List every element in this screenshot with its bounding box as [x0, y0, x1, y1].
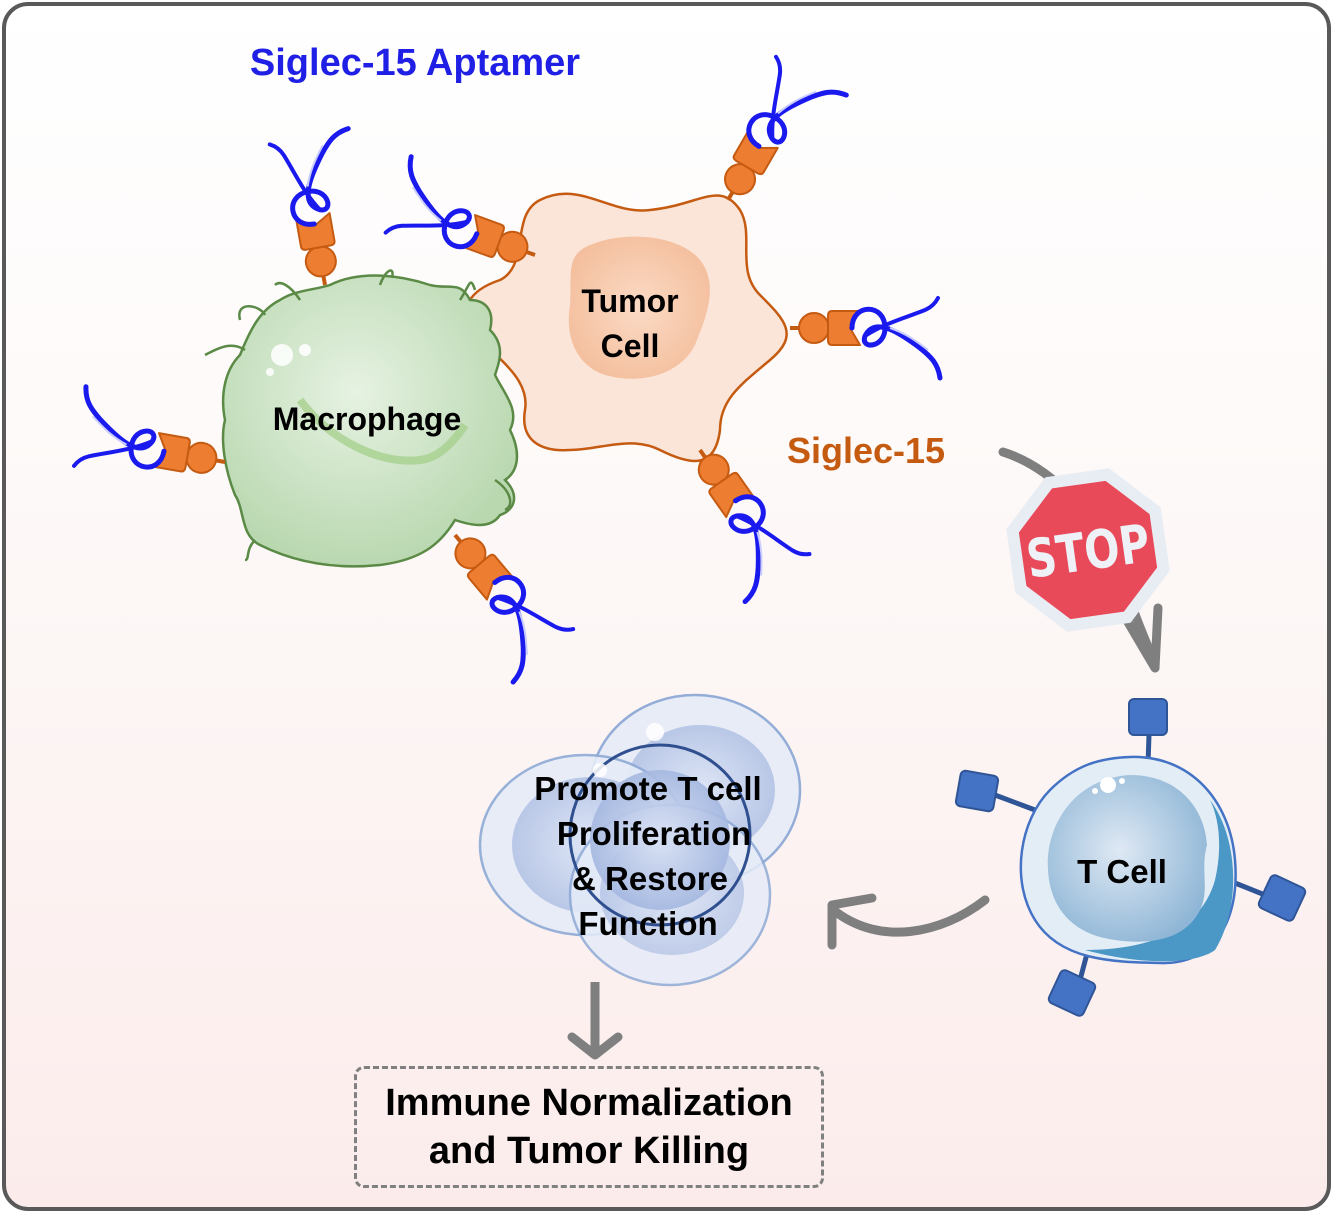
t-cell: T Cell [954, 698, 1307, 1017]
tcell-nucleus [1047, 775, 1207, 942]
macrophage-shine [299, 344, 311, 356]
tcell-shine [1092, 788, 1098, 794]
siglec15-aptamer-complex [697, 448, 812, 605]
aptamer-strand-highlight [756, 531, 763, 576]
aptamer-strand-highlight [777, 90, 817, 115]
aptamer-strand-highlight [518, 611, 528, 655]
receptor-binding-domain-icon [152, 432, 191, 473]
outcome-line1: Immune Normalization [385, 1082, 793, 1124]
receptor-binding-domain-icon [295, 212, 336, 251]
tcell-receptor-icon [1257, 874, 1307, 922]
aptamer-strand-icon [489, 574, 527, 685]
tumor-cell-label-line1: Tumor [581, 283, 678, 319]
inhibition-arrowhead [1117, 603, 1163, 673]
siglec15-aptamer-complex [453, 533, 576, 685]
tcell-label: T Cell [1077, 853, 1167, 890]
promote-label-line4: Function [578, 905, 717, 942]
tcell-membrane-shade [1085, 800, 1234, 962]
promote-label-line1: Promote T cell [534, 770, 761, 807]
tumor-nucleus [568, 236, 710, 379]
macrophage-shine [271, 344, 293, 366]
aptamer-strand-icon [72, 439, 155, 468]
macrophage-body [221, 274, 519, 568]
promote-label-line3: & Restore [572, 860, 728, 897]
siglec15-aptamer-complex [790, 296, 943, 381]
aptamer-strand-highlight [92, 415, 127, 446]
aptamer-strand-highlight [306, 144, 324, 187]
aptamer-strand-icon [734, 514, 812, 557]
siglec15-aptamer-complex [267, 126, 351, 286]
outcome-arrowhead [567, 1032, 623, 1060]
siglec15-aptamer-complex [724, 54, 849, 201]
receptor-binding-domain-icon [466, 553, 515, 601]
siglec15-aptamer-complex [383, 154, 536, 263]
aptamer-strand-icon [383, 219, 470, 235]
receptor-domain-icon [798, 312, 830, 344]
aptamer-strand-icon [495, 595, 576, 632]
tumor-cell [464, 192, 788, 463]
receptor-binding-domain-icon [462, 214, 505, 258]
aptamer-strand-icon [407, 154, 480, 250]
receptor-binding-domain-icon [732, 129, 779, 176]
outcome-box: Immune Normalization and Tumor Killing [354, 1066, 824, 1188]
macrophage-nucleus-highlight [296, 397, 469, 465]
tcell-receptor-stem [994, 792, 1036, 813]
siglec15-label: Siglec-15 [787, 430, 945, 471]
macrophage-pseudopod [204, 269, 512, 562]
macrophage-shine [266, 368, 274, 376]
activation-arrowhead [827, 893, 877, 950]
tcell-shine [1119, 778, 1125, 784]
tcell-shine [1100, 777, 1116, 793]
receptor-binding-domain-icon [708, 471, 756, 519]
tcell-receptor-icon [1128, 698, 1168, 736]
aptamer-strand-icon [863, 296, 940, 338]
proliferating-cell-front [568, 743, 752, 927]
siglec15-receptors [72, 54, 943, 685]
promote-label-line2: Proliferation [557, 815, 751, 852]
tcell-receptor-icon [954, 769, 1000, 813]
aptamer-strand-icon [770, 54, 783, 142]
aptamer-strand-highlight [412, 186, 442, 222]
proliferating-t-cells [478, 693, 802, 987]
cell-shine [646, 723, 664, 741]
aptamer-strand-icon [267, 142, 322, 212]
aptamer-label: Siglec-15 Aptamer [250, 42, 580, 84]
cell-shine [593, 763, 607, 777]
aptamer-strand-highlight [889, 327, 929, 351]
aptamer-strand-icon [290, 126, 351, 227]
activation-arrow [831, 895, 990, 937]
tumor-cell-label-line2: Cell [601, 328, 660, 364]
siglec15-aptamer-complex [72, 384, 226, 474]
macrophage [204, 269, 519, 568]
macrophage-label: Macrophage [273, 401, 461, 437]
tcell-receptor-icon [1047, 969, 1097, 1017]
outcome-line2: and Tumor Killing [428, 1130, 750, 1172]
proliferating-cell-front-nucleus [590, 770, 730, 910]
stop-sign-icon: STOP [1006, 468, 1170, 632]
